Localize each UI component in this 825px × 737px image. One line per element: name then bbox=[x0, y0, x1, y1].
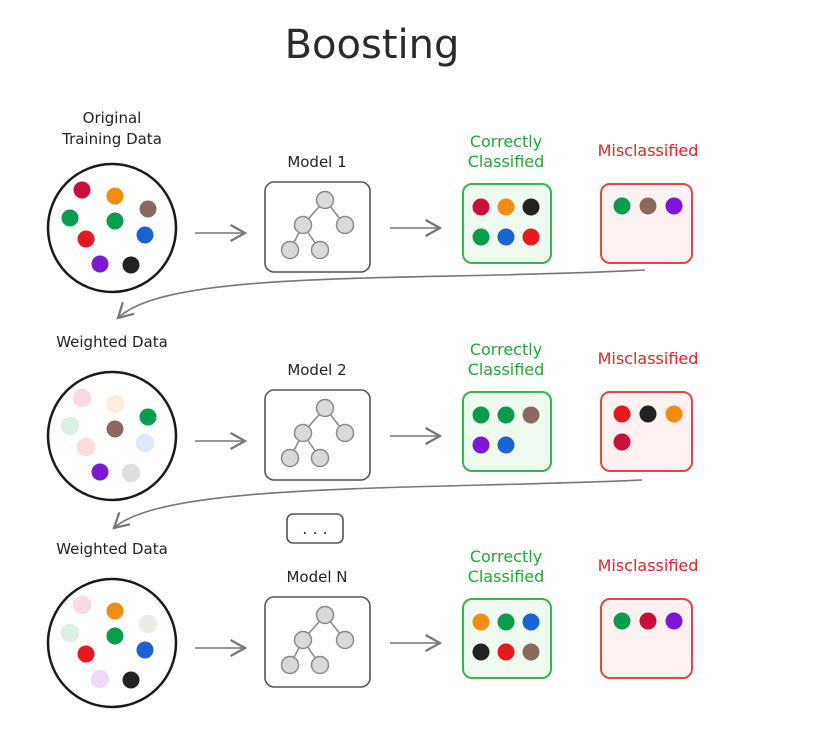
misclassified-box bbox=[600, 598, 693, 679]
decision-tree-icon bbox=[280, 190, 355, 260]
data-label: Weighted Data bbox=[56, 333, 168, 351]
data-point-purple bbox=[91, 463, 109, 481]
correct-point-orange bbox=[472, 613, 490, 631]
correct-point-orange bbox=[497, 198, 515, 216]
data-label: Original bbox=[83, 109, 142, 127]
misclassified-label: Misclassified bbox=[598, 141, 699, 160]
correct-point-green bbox=[497, 613, 515, 631]
correct-label: Classified bbox=[468, 152, 545, 171]
data-point-brown bbox=[106, 420, 124, 438]
correct-point-black bbox=[472, 643, 490, 661]
correct-point-brown bbox=[522, 406, 540, 424]
misclassified-point-crimson bbox=[639, 612, 657, 630]
correct-point-blue bbox=[497, 228, 515, 246]
data-point-green-faded bbox=[60, 416, 80, 436]
data-point-brown bbox=[139, 200, 157, 218]
correct-point-black bbox=[522, 198, 540, 216]
correct-point-brown bbox=[522, 643, 540, 661]
correct-point-crimson bbox=[472, 198, 490, 216]
correct-label: Correctly bbox=[470, 547, 542, 566]
misclassified-label: Misclassified bbox=[598, 556, 699, 575]
data-point-black-faded bbox=[121, 463, 141, 483]
misclassified-box bbox=[600, 391, 693, 472]
model-label: Model 2 bbox=[287, 361, 346, 379]
correct-label: Classified bbox=[468, 360, 545, 379]
data-label: Weighted Data bbox=[56, 540, 168, 558]
misclassified-point-purple bbox=[665, 197, 683, 215]
misclassified-point-brown bbox=[639, 197, 657, 215]
data-point-black bbox=[122, 256, 140, 274]
ellipsis-frame bbox=[286, 513, 344, 544]
model-label: Model 1 bbox=[287, 153, 346, 171]
correct-point-green bbox=[472, 406, 490, 424]
data-point-blue-faded bbox=[135, 433, 155, 453]
correct-point-blue bbox=[497, 436, 515, 454]
model-label: Model N bbox=[286, 568, 347, 586]
data-point-orange bbox=[106, 602, 124, 620]
correct-point-green bbox=[472, 228, 490, 246]
correct-point-green bbox=[497, 406, 515, 424]
correct-box bbox=[462, 598, 552, 679]
misclassified-point-crimson bbox=[613, 433, 631, 451]
diagram-title: Boosting bbox=[285, 22, 460, 68]
misclassified-point-green bbox=[613, 612, 631, 630]
correct-point-blue bbox=[522, 613, 540, 631]
correct-point-purple bbox=[472, 436, 490, 454]
data-point-brown-faded bbox=[138, 614, 158, 634]
data-point-crimson bbox=[73, 181, 91, 199]
decision-tree-icon bbox=[280, 398, 355, 468]
data-point-orange-faded bbox=[105, 394, 125, 414]
data-label: Training Data bbox=[61, 130, 162, 148]
data-point-green bbox=[106, 627, 124, 645]
data-point-red bbox=[77, 645, 95, 663]
misclassified-point-black bbox=[639, 405, 657, 423]
data-point-black bbox=[122, 671, 140, 689]
correct-label: Classified bbox=[468, 567, 545, 586]
data-point-green bbox=[139, 408, 157, 426]
decision-tree-icon bbox=[280, 605, 355, 675]
misclassified-point-purple bbox=[665, 612, 683, 630]
data-point-green bbox=[106, 212, 124, 230]
misclassified-box bbox=[600, 183, 693, 264]
misclassified-label: Misclassified bbox=[598, 349, 699, 368]
data-point-orange bbox=[106, 187, 124, 205]
data-point-green bbox=[61, 209, 79, 227]
data-point-red-faded bbox=[76, 437, 96, 457]
data-point-blue bbox=[136, 641, 154, 659]
misclassified-point-red bbox=[613, 405, 631, 423]
misclassified-point-green bbox=[613, 197, 631, 215]
data-point-purple-faded bbox=[90, 669, 110, 689]
correct-label: Correctly bbox=[470, 132, 542, 151]
correct-box bbox=[462, 183, 552, 264]
ellipsis-text: . . . bbox=[302, 519, 327, 538]
loop-arrow-2-to-n bbox=[112, 479, 643, 530]
data-point-purple bbox=[91, 255, 109, 273]
correct-point-red bbox=[522, 228, 540, 246]
correct-box bbox=[462, 391, 552, 472]
correct-point-red bbox=[497, 643, 515, 661]
data-point-crimson-faded bbox=[72, 595, 92, 615]
data-point-blue bbox=[136, 226, 154, 244]
data-point-red bbox=[77, 230, 95, 248]
correct-label: Correctly bbox=[470, 340, 542, 359]
ellipsis-box: . . . bbox=[286, 513, 344, 544]
data-point-green-faded bbox=[60, 623, 80, 643]
data-point-crimson-faded bbox=[72, 388, 92, 408]
misclassified-point-orange bbox=[665, 405, 683, 423]
loop-arrow-1-to-2 bbox=[116, 269, 646, 320]
